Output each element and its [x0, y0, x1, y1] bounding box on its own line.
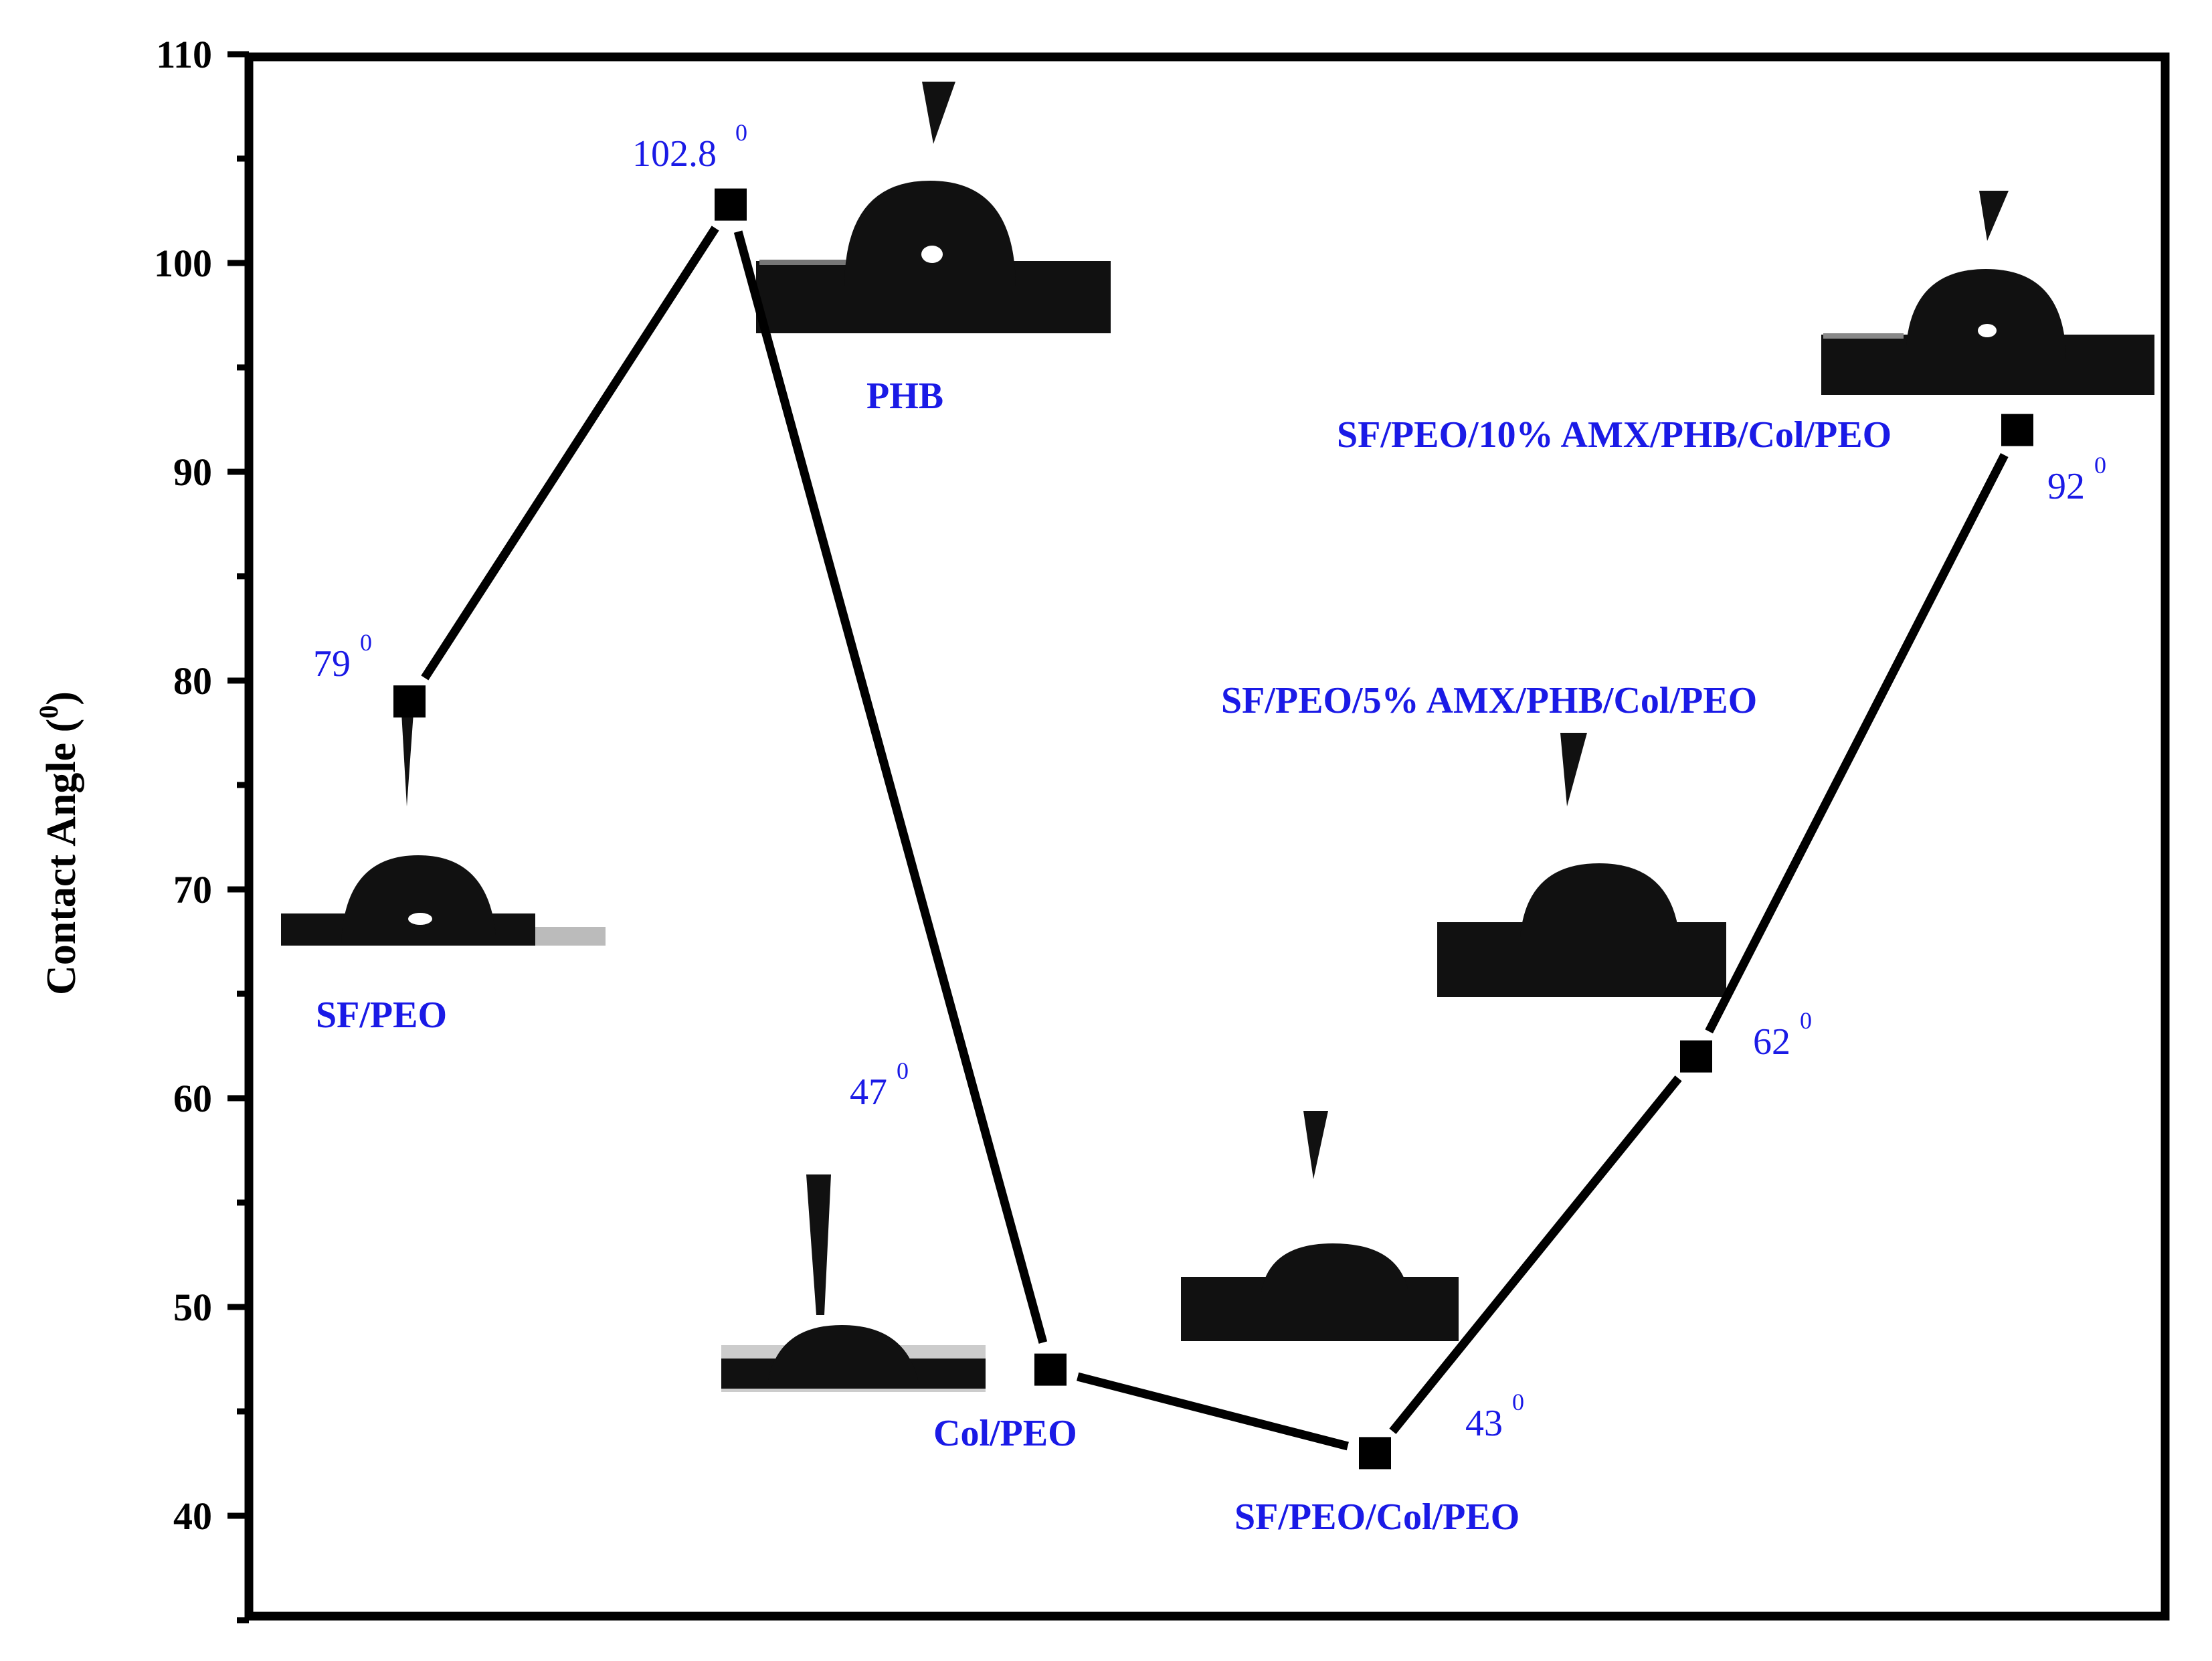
y-tick-label: 110: [156, 33, 212, 76]
y-tick-label: 60: [173, 1077, 212, 1120]
sample-label: PHB: [866, 375, 943, 417]
sample-label: Col/PEO: [933, 1413, 1077, 1454]
data-value-degree-mark: 0: [360, 629, 372, 656]
data-value-label: 47: [850, 1071, 887, 1113]
data-value-label: 102.8: [632, 133, 717, 175]
y-axis-major-ticks: [227, 51, 249, 1519]
data-point-marker: [1034, 1353, 1067, 1386]
series-line-segment: [1389, 1075, 1682, 1434]
data-point-marker: [393, 685, 426, 718]
y-axis-title-close: ): [39, 691, 84, 705]
droplet-image-sf-peo-col-peo: [1181, 1111, 1459, 1341]
value-labels: 79 0 102.8 0 47 0 43 0 62 0 92 0: [313, 119, 2106, 1444]
y-axis-tick-labels: 40 50 60 70 80 90 100 110: [154, 33, 212, 1538]
series-line: [421, 226, 2009, 1451]
y-axis-title-text: Contact Angle (: [39, 719, 84, 995]
data-value-label: 92: [2047, 466, 2085, 507]
data-value-label: 62: [1753, 1021, 1790, 1063]
y-axis-title-degree: 0: [33, 705, 64, 719]
data-value-degree-mark: 0: [2094, 452, 2106, 478]
plot-frame: [244, 52, 2170, 1621]
sample-labels: SF/PEO PHB Col/PEO SF/PEO/Col/PEO SF/PEO/5% …: [316, 375, 1892, 1538]
y-axis-minor-ticks: [237, 155, 249, 1624]
series-line-segment: [421, 226, 719, 681]
data-point-marker: [1359, 1437, 1391, 1470]
y-tick-label: 100: [154, 242, 212, 285]
sample-label: SF/PEO/Col/PEO: [1234, 1496, 1519, 1538]
data-point-marker: [715, 188, 747, 221]
y-tick-label: 70: [173, 868, 212, 911]
droplet-image-sf-peo-5-amx: [1437, 733, 1726, 997]
sample-label: SF/PEO/10% AMX/PHB/Col/PEO: [1337, 414, 1892, 456]
data-point-marker: [2001, 414, 2033, 446]
data-value-degree-mark: 0: [1800, 1007, 1812, 1034]
y-tick-label: 50: [173, 1286, 212, 1329]
data-value-label: 43: [1465, 1403, 1503, 1444]
data-point-marker: [1680, 1040, 1712, 1073]
droplet-image-col-peo: [721, 1174, 986, 1392]
series-markers: [393, 188, 2033, 1470]
series-line-segment: [733, 230, 1048, 1344]
droplet-image-phb: [756, 82, 1111, 333]
data-value-degree-mark: 0: [897, 1057, 909, 1084]
y-tick-label: 90: [173, 450, 212, 494]
data-value-degree-mark: 0: [735, 119, 747, 146]
sample-label: SF/PEO/5% AMX/PHB/Col/PEO: [1221, 680, 1757, 721]
y-tick-label: 40: [173, 1494, 212, 1538]
droplet-image-sf-peo: [281, 713, 606, 947]
series-line-segment: [1705, 453, 2009, 1034]
sample-label: SF/PEO: [316, 994, 447, 1036]
droplet-image-sf-peo-10-amx: [1821, 191, 2154, 395]
y-tick-label: 80: [173, 659, 212, 703]
data-value-degree-mark: 0: [1512, 1389, 1524, 1415]
y-axis-title: Contact Angle (0): [33, 691, 84, 995]
series-line-segment: [1077, 1372, 1349, 1451]
data-value-label: 79: [313, 643, 351, 685]
